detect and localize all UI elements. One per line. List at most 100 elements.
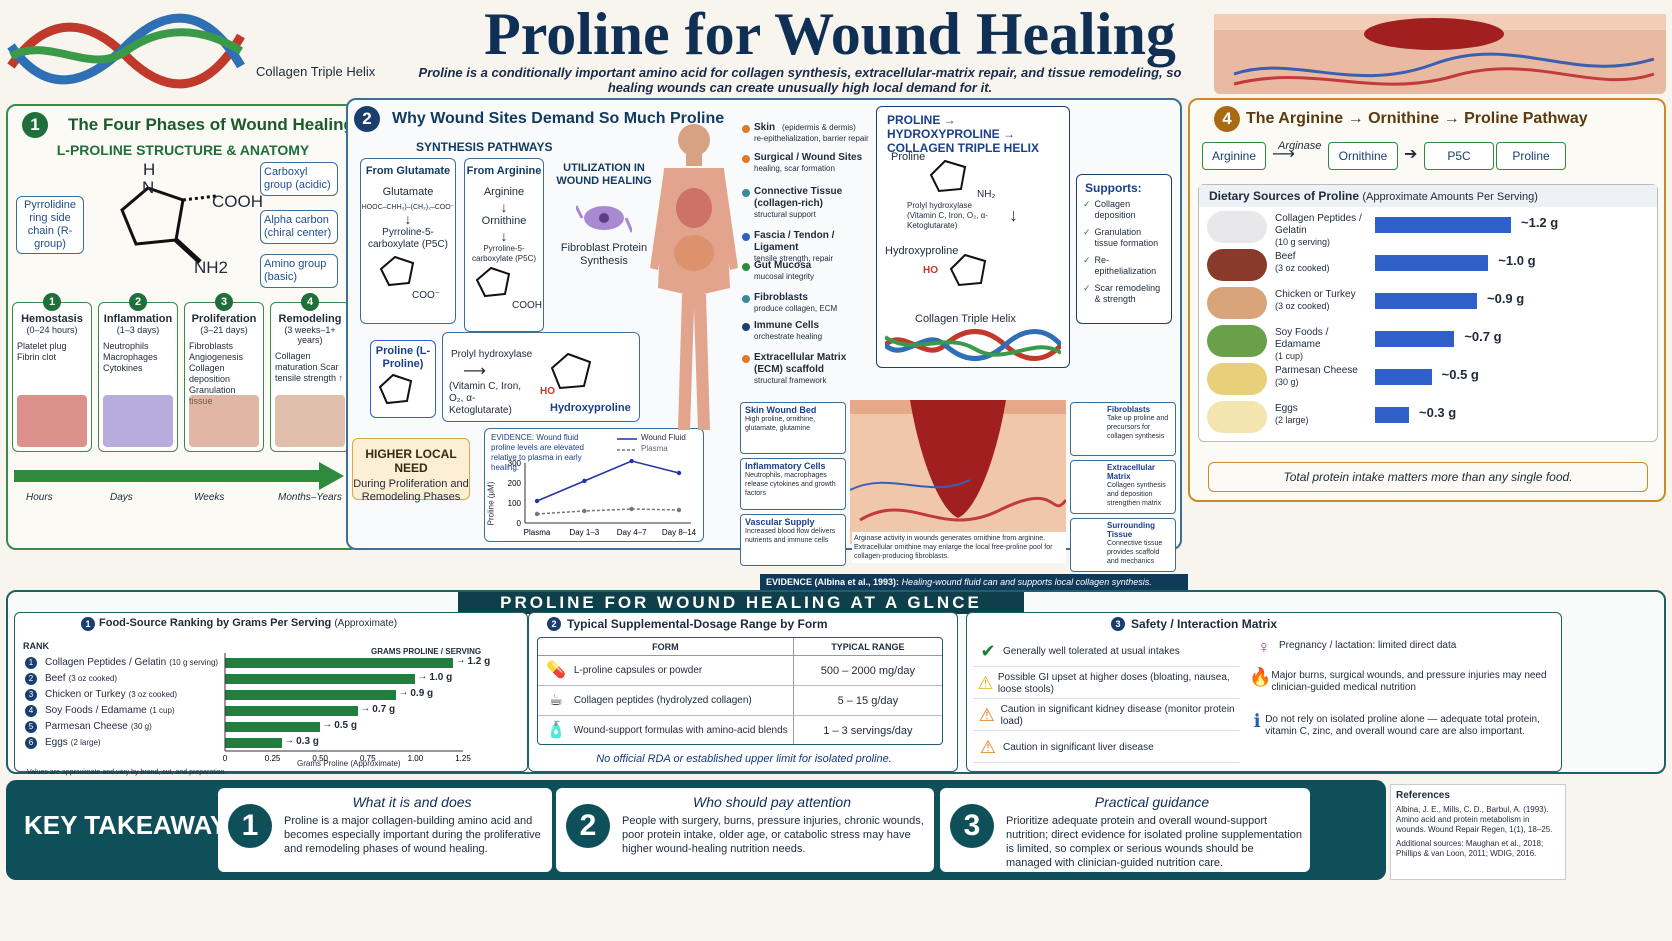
proline-box: Proline (L-Proline) [370,340,436,418]
higher-need-title: HIGHER LOCAL NEED [365,447,457,475]
body-label-dot [742,125,750,133]
check-icon: ✓ [1083,199,1091,209]
utilization-heading: UTILIZATION IN WOUND HEALING [556,162,652,187]
hyp-enzyme: Prolyl hydroxylase (Vitamin C, Iron, O₂,… [907,201,988,230]
support-text: Collagen deposition [1094,199,1136,220]
body-label-desc: orchestrate healing [754,332,823,341]
rank-value: 0.7 g [372,704,396,715]
page-title: Proline for Wound Healing [484,1,1176,67]
hyp-hydroxyproline-ring [949,253,987,287]
dose-row: 🧴Wound-support formulas with amino-acid … [538,716,942,744]
legend-wound-fluid-swatch [617,438,637,440]
rank-food-serving: (2 large) [70,738,101,747]
rank-number: 6 [25,737,37,749]
takeaway-text: Proline is a major collagen-building ami… [284,815,541,855]
body-label-dot [742,189,750,197]
food-name: Chicken or Turkey [1275,289,1356,300]
data-point [534,511,540,517]
rank-note: Values are approximate and vary by brand… [27,769,227,776]
rank-food-name: Collagen Peptides / Gelatin [45,657,167,668]
phase-time: (0–24 hours) [26,325,78,335]
y-tick-label: 200 [508,479,522,488]
evidence-text: EVIDENCE: Wound fluid proline levels are… [491,433,584,472]
phase-name: Hemostasis [21,313,83,325]
food-value: ~0.7 g [1464,329,1502,344]
safety-icon: ⚠ [977,673,994,693]
food-serving: (3 oz cooked) [1275,263,1330,273]
section-number: 4 [1214,106,1240,132]
phase-number: 2 [129,293,147,311]
safety-row: ♀Pregnancy / lactation: limited direct d… [1249,637,1555,658]
safety-icon: ℹ [1253,711,1261,731]
cooh-label: COOH [512,300,542,311]
dose-range: 500 – 2000 mg/day [792,656,942,685]
arrow-right-icon: ➔ [1404,146,1418,163]
rank-food-serving: (1 cup) [149,706,175,715]
reference-2: Additional sources: Maughan et al., 2018… [1396,839,1544,858]
hydroxyproline-ring [550,352,592,390]
atom-n: N [142,178,155,197]
food-value: ~0.5 g [1441,367,1479,382]
takeaway-number: 3 [950,804,994,848]
takeaway-number: 1 [228,804,272,848]
safety-title: Safety / Interaction Matrix [1131,617,1278,631]
safety-icon: 🔥 [1249,667,1272,687]
proline-structure [120,186,217,264]
phase-illustration [103,395,173,447]
food-name: Collagen Peptides / Gelatin [1275,213,1362,236]
dosage-note: No official RDA or established upper lim… [596,753,892,765]
body-label-dot [742,355,750,363]
references-box: References Albina, J. E., Mills, C. D., … [1390,784,1566,880]
glance-title: PROLINE FOR WOUND HEALING AT A GLNCE [458,592,1024,614]
fibroblast-caption: Fibroblast Protein Synthesis [560,242,648,267]
rank-x-tick: 0.25 [265,754,281,763]
legend-plasma: Plasma [641,444,668,453]
dose-row: ☕Collagen peptides (hydrolyzed collagen)… [538,686,942,716]
rank-bar [225,738,283,748]
body-label-dot [742,155,750,163]
x-tick-label: Day 1–3 [569,528,599,537]
phase-illustration [17,395,87,447]
wound-cross-section [850,400,1066,544]
rank-food: Chicken or Turkey(3 oz cooked) [45,689,177,700]
body-label-desc: re-epithelialization, barrier repair [754,134,869,143]
arrow-right-icon: ⟶ [463,363,486,380]
x-tick-label: Day 8–14 [662,528,697,537]
synthesis-heading: SYNTHESIS PATHWAYS [416,140,553,154]
arrow-down-icon: ↓ [500,199,508,215]
support-text: Re-epithelialization [1094,255,1157,276]
rank-food: Beef(3 oz cooked) [45,673,117,684]
body-label-dot [742,323,750,331]
food-name: Eggs [1275,403,1298,414]
rank-x-tick: 0.50 [312,754,328,763]
section-phases: 1 The Four Phases of Wound Healing L-PRO… [6,104,360,550]
phase-number: 1 [43,293,61,311]
rank-bar [225,722,321,732]
section-pathway: 4 The Arginine → Ornithine → Proline Pat… [1188,98,1666,502]
y-tick-label: 300 [508,459,522,468]
wound-callout-title: Skin Wound Bed [745,405,817,415]
safety-row: ⚠Possible GI upset at higher doses (bloa… [973,669,1239,699]
check-icon: ✓ [1083,255,1091,265]
rank-food: Eggs(2 large) [45,737,101,748]
phase-name: Inflammation [103,313,173,325]
rank-number: 2 [25,673,37,685]
timeline-label: Weeks [194,492,225,503]
rank-food-name: Beef [45,673,66,684]
takeaway-text: People with surgery, burns, pressure inj… [622,815,924,855]
ranking-box: 1 Food-Source Ranking by Grams Per Servi… [14,612,528,776]
food-icon [1207,401,1267,433]
body-label-desc: structural support [754,210,816,219]
arrow-right-icon: → [417,671,428,682]
body-label-dot [742,233,750,241]
wound-callout-desc: High proline, ornithine, glutamate, glut… [745,416,816,432]
takeaway-text: Prioritize adequate protein and overall … [1006,815,1302,869]
wound-callout-title: Vascular Supply [745,517,815,527]
phase-name: Proliferation [191,313,257,325]
food-name: Soy Foods / Edamame [1275,327,1329,350]
